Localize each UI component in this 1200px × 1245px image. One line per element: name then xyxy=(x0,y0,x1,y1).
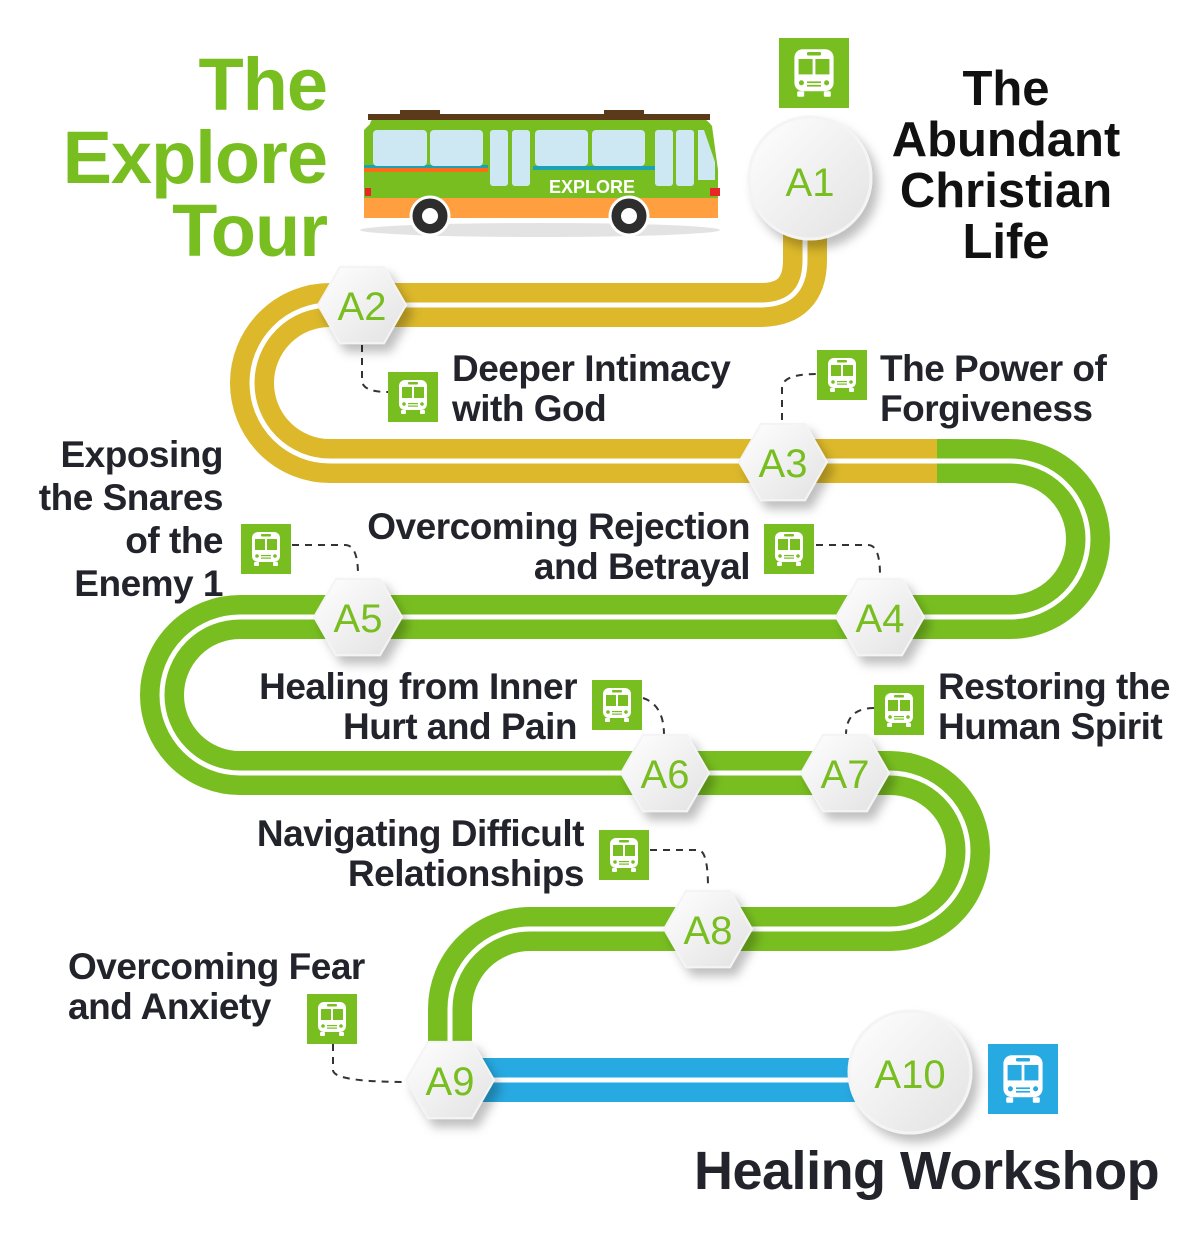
stop-a7-id: A7 xyxy=(821,753,870,797)
stop-a10-marker xyxy=(847,1009,973,1135)
label-line: Restoring the xyxy=(938,666,1170,707)
bus-stop-icon-a10 xyxy=(988,1044,1058,1114)
stop-a7-label: Restoring the Human Spirit xyxy=(938,667,1170,747)
stop-a3-marker: A3 xyxy=(737,422,829,502)
label-line: Christian xyxy=(899,164,1113,218)
hexagon-shape xyxy=(316,265,408,345)
label-line: with God xyxy=(452,388,607,429)
label-line: Relationships xyxy=(347,853,585,894)
label-line: Overcoming Fear xyxy=(68,946,365,987)
stop-a2-id: A2 xyxy=(338,285,387,329)
bus-sign: EXPLORE xyxy=(549,177,635,197)
label-line: and Betrayal xyxy=(533,546,751,587)
stop-a1-marker xyxy=(747,115,873,241)
label-line: Exposing xyxy=(60,434,223,475)
label-line: The Power of xyxy=(880,348,1107,389)
label-line: The xyxy=(962,62,1050,116)
stop-a6-label: Healing from Inner Hurt and Pain xyxy=(259,667,577,747)
label-line: Overcoming Rejection xyxy=(367,506,750,547)
label-line: Navigating Difficult xyxy=(256,813,585,854)
label-line: Enemy 1 xyxy=(74,563,223,604)
stop-a5-label: Exposing the Snares of the Enemy 1 xyxy=(38,433,224,605)
label-line: Forgiveness xyxy=(880,388,1093,429)
label-line: the Snares xyxy=(38,477,224,518)
hexagon-shape xyxy=(662,889,754,969)
title-line: Explore xyxy=(62,116,328,199)
stop-a8-marker: A8 xyxy=(662,889,754,969)
stop-a2-label: Deeper Intimacy with God xyxy=(452,348,731,429)
explore-bus-illustration: EXPLORE xyxy=(360,110,720,237)
bus-stop-icon-a8 xyxy=(599,830,649,880)
label-line: and Anxiety xyxy=(68,986,271,1027)
stop-a8-id: A8 xyxy=(684,909,733,953)
bus-stop-icon-a9 xyxy=(307,994,357,1044)
hexagon-shape xyxy=(834,577,926,657)
stop-a10-label: Healing Workshop xyxy=(694,1141,1160,1201)
hexagon-shape xyxy=(799,733,891,813)
label-line: Abundant xyxy=(891,113,1121,167)
label-line: of the xyxy=(125,520,223,561)
label-line: Hurt and Pain xyxy=(342,706,578,747)
stop-a4-marker: A4 xyxy=(834,577,926,657)
title-line: Tour xyxy=(172,189,328,272)
hexagon-shape xyxy=(619,733,711,813)
bus-stop-icon-a4 xyxy=(764,524,814,574)
stop-a6-id: A6 xyxy=(641,753,690,797)
hexagon-shape xyxy=(404,1040,496,1120)
stop-a3-label: The Power of Forgiveness xyxy=(880,348,1107,429)
bus-stop-icon-a1 xyxy=(779,38,849,108)
stop-a8-label: Navigating Difficult Relationships xyxy=(256,813,585,894)
stop-a1-id: A1 xyxy=(786,161,835,205)
stop-a9-label: Overcoming Fear and Anxiety xyxy=(68,947,365,1027)
title-line: The xyxy=(198,43,328,126)
bus-stop-icon-a5 xyxy=(241,524,291,574)
bus-stop-icon-a2 xyxy=(388,372,438,422)
road-divider xyxy=(159,230,1091,1083)
bus-stop-icon-a3 xyxy=(817,350,867,400)
stop-a1-label: The Abundant Christian Life xyxy=(880,64,1132,268)
stop-a10-id: A10 xyxy=(874,1053,945,1097)
stop-a6-marker: A6 xyxy=(619,733,711,813)
stop-a9-marker: A9 xyxy=(404,1040,496,1120)
label-line: Deeper Intimacy xyxy=(452,348,731,389)
hexagon-shape xyxy=(312,577,404,657)
stop-a4-id: A4 xyxy=(856,597,905,641)
label-line: Human Spirit xyxy=(938,706,1163,747)
bus-stop-icon-a7 xyxy=(874,685,924,735)
stop-a5-id: A5 xyxy=(334,597,383,641)
stop-a2-marker: A2 xyxy=(316,265,408,345)
stop-a5-marker: A5 xyxy=(312,577,404,657)
bus-stop-icon-a6 xyxy=(592,680,642,730)
hexagon-shape xyxy=(737,422,829,502)
label-line: Healing from Inner xyxy=(259,666,577,707)
connectors xyxy=(292,345,881,1083)
stop-a7-marker: A7 xyxy=(799,733,891,813)
page-title: The Explore Tour xyxy=(62,43,328,272)
stop-a3-id: A3 xyxy=(759,442,808,486)
stop-a9-id: A9 xyxy=(426,1060,475,1104)
label-line: Life xyxy=(962,215,1050,269)
stop-a4-label: Overcoming Rejection and Betrayal xyxy=(367,507,750,587)
